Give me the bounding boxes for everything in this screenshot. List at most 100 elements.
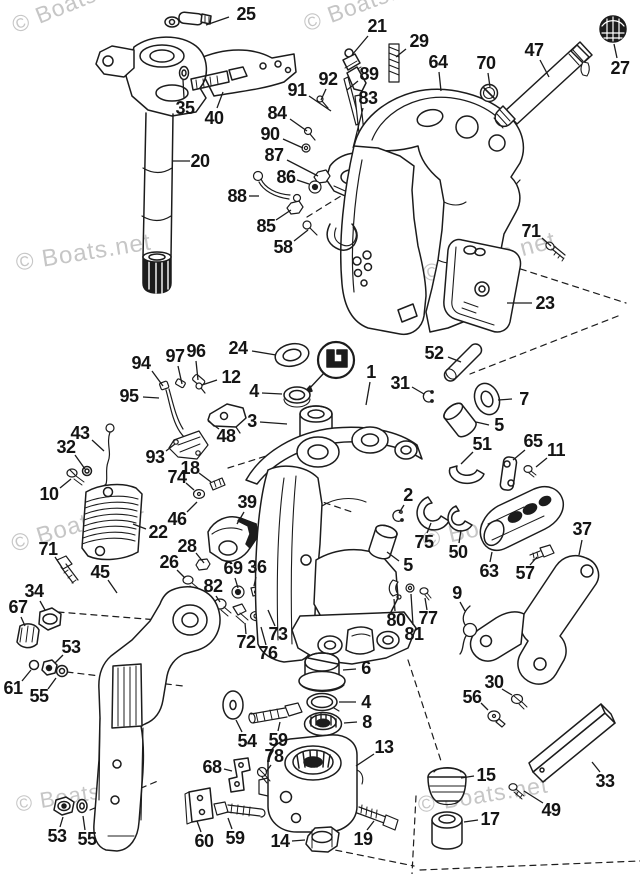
part-label-34: 34	[24, 581, 44, 601]
leader-line-12	[201, 379, 218, 386]
leader-line-50	[458, 529, 462, 544]
leader-line-71	[54, 556, 62, 567]
screw-30	[510, 693, 528, 710]
leader-line-52	[447, 356, 462, 363]
bushing-5-right	[443, 402, 477, 438]
leader-line-9	[459, 601, 466, 612]
leader-line-70	[487, 72, 491, 88]
part-label-47: 47	[524, 40, 544, 60]
part-label-85: 85	[256, 216, 276, 236]
part-label-26: 26	[159, 552, 179, 572]
leader-line-3	[259, 421, 288, 425]
leader-line-5	[386, 551, 400, 562]
grease-fitting-21	[342, 48, 367, 92]
steering-arm-assembly	[95, 36, 297, 117]
part-label-25: 25	[236, 4, 256, 24]
leader-line-76	[260, 626, 267, 646]
leader-line-93	[165, 443, 176, 452]
part-label-53: 53	[61, 637, 81, 657]
leader-line-96	[195, 360, 199, 381]
leader-line-87	[286, 159, 319, 177]
leader-line-77	[424, 597, 428, 611]
leader-line-67	[20, 616, 26, 627]
part-label-95: 95	[119, 386, 139, 406]
part-label-58: 58	[273, 237, 293, 257]
leader-line-39	[236, 511, 245, 525]
washer-54	[222, 690, 244, 720]
part-label-72: 72	[236, 632, 256, 652]
leader-line-24	[251, 350, 277, 356]
leader-line-13	[355, 753, 375, 767]
leader-line-78	[265, 764, 272, 773]
leader-line-57	[529, 556, 538, 566]
part-label-74: 74	[167, 467, 187, 487]
part-label-75: 75	[414, 532, 434, 552]
pivot-fasteners-84-90-87-86-85-58-88	[252, 126, 331, 236]
washer-35-bolt-40	[178, 65, 248, 91]
leader-line-59	[227, 817, 233, 830]
leader-line-64	[438, 71, 442, 92]
leader-line-91	[308, 95, 332, 112]
part-label-89: 89	[359, 64, 379, 84]
leader-line-49	[523, 790, 544, 804]
part-label-33: 33	[595, 771, 615, 791]
part-label-23: 23	[535, 293, 555, 313]
leader-line-58	[293, 229, 309, 242]
leader-line-18	[198, 472, 212, 483]
part-label-54: 54	[237, 731, 257, 751]
part-label-81: 81	[404, 624, 424, 644]
leader-line-2	[398, 504, 405, 514]
part-label-83: 83	[358, 88, 378, 108]
leader-line-68	[223, 768, 233, 772]
leader-line-94	[151, 370, 164, 387]
part-label-12: 12	[221, 367, 241, 387]
leader-line-95	[142, 396, 160, 399]
leader-line-80	[393, 598, 396, 612]
leader-line-69	[234, 577, 239, 589]
leader-line-89	[346, 80, 359, 91]
retaining-ring-4-lower	[306, 692, 340, 712]
screw-78	[256, 766, 271, 784]
part-label-91: 91	[287, 80, 307, 100]
plate-60	[184, 787, 214, 825]
clip-68	[228, 757, 251, 793]
part-label-77: 77	[418, 608, 438, 628]
clip-48	[207, 403, 247, 434]
part-label-68: 68	[202, 757, 222, 777]
part-label-8: 8	[362, 712, 372, 732]
leader-line-82	[215, 595, 221, 603]
screw-56	[487, 710, 506, 728]
part-label-39: 39	[237, 492, 257, 512]
part-label-71: 71	[521, 221, 541, 241]
part-label-7: 7	[519, 389, 529, 409]
leader-line-26	[176, 569, 186, 579]
part-label-59: 59	[268, 730, 288, 750]
leader-line-61	[21, 669, 32, 682]
part-label-69: 69	[223, 558, 243, 578]
part-label-20: 20	[190, 151, 210, 171]
part-label-27: 27	[610, 58, 630, 78]
part-label-31: 31	[390, 373, 410, 393]
leader-line-32	[74, 454, 86, 470]
leader-line-15	[460, 775, 475, 779]
part-label-82: 82	[203, 576, 223, 596]
part-label-46: 46	[167, 509, 187, 529]
clip-31	[422, 390, 434, 403]
part-label-48: 48	[216, 426, 236, 446]
part-label-19: 19	[353, 829, 373, 849]
leader-line-55	[47, 677, 57, 690]
part-label-84: 84	[267, 103, 287, 123]
part-label-5: 5	[403, 555, 413, 575]
leader-line-34	[39, 600, 46, 611]
part-label-36: 36	[247, 557, 267, 577]
part-label-93: 93	[145, 447, 165, 467]
screw-70	[479, 83, 499, 103]
leader-line-73	[267, 609, 276, 627]
part-label-94: 94	[131, 353, 151, 373]
leader-line-90	[282, 138, 304, 149]
leader-line-74	[185, 482, 195, 491]
mount-housing-63	[479, 485, 565, 552]
part-label-76: 76	[258, 643, 278, 663]
